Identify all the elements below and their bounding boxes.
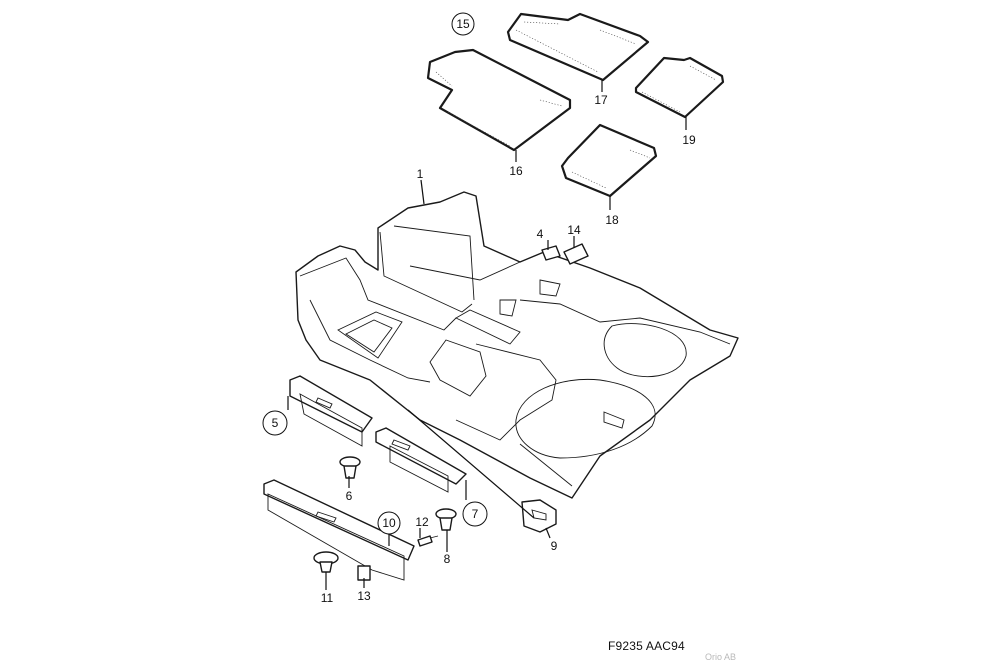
clip-13	[357, 565, 371, 581]
floor-mat-16	[426, 48, 572, 152]
sill-strip-10	[263, 479, 415, 581]
callout-4: 4	[537, 227, 544, 241]
callouts: 15 17 19 16 18 1 4 14 5 6 7 10 12 8 9 11…	[262, 12, 696, 605]
callout-12: 12	[415, 515, 429, 529]
screw-12	[417, 535, 439, 547]
callout-8: 8	[444, 552, 451, 566]
sill-plate-5	[289, 375, 373, 447]
clip-11	[313, 551, 339, 573]
callout-11: 11	[321, 591, 334, 605]
callout-5: 5	[272, 416, 279, 430]
watermark: Orio AB	[705, 652, 737, 662]
callout-18: 18	[605, 213, 619, 227]
document-code: F9235 AAC94	[608, 639, 685, 653]
callout-10: 10	[382, 516, 396, 530]
callout-circle-5	[262, 410, 288, 436]
callout-16: 16	[509, 164, 523, 178]
callout-6: 6	[346, 489, 353, 503]
callout-circle-10	[377, 511, 401, 535]
callout-circle-7	[462, 501, 488, 527]
pad-14	[563, 243, 589, 265]
bracket-9	[521, 499, 557, 533]
floor-mat-17	[506, 12, 650, 82]
callout-1: 1	[417, 167, 424, 181]
main-floor-carpet	[295, 191, 739, 499]
callout-9: 9	[551, 539, 558, 553]
callout-19: 19	[682, 133, 696, 147]
callout-17: 17	[594, 93, 608, 107]
callout-7: 7	[472, 507, 479, 521]
leader-lines	[287, 80, 687, 590]
sill-plate-7	[375, 427, 467, 493]
floor-mat-18	[560, 123, 658, 198]
clip-6	[339, 456, 361, 479]
clip-8	[435, 508, 457, 531]
pad-4	[541, 245, 561, 261]
callout-14: 14	[567, 223, 581, 237]
callout-13: 13	[357, 589, 371, 603]
callout-circle-15	[451, 12, 475, 36]
callout-15: 15	[456, 17, 470, 31]
floor-mat-19	[634, 56, 725, 119]
